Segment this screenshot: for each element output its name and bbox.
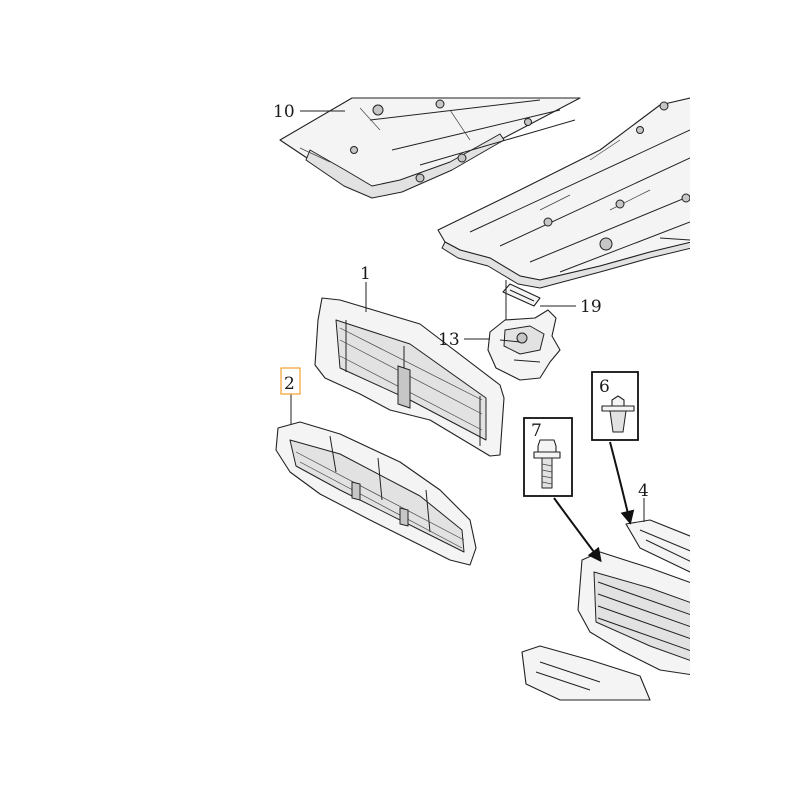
callout-6[interactable]: 6	[599, 377, 610, 397]
panel-4	[625, 519, 690, 573]
bracket-19	[502, 283, 541, 307]
callout-4[interactable]: 4	[638, 481, 649, 501]
grille-frame-1	[314, 297, 505, 457]
callout-1[interactable]: 1	[360, 264, 371, 284]
callout-19[interactable]: 19	[580, 297, 602, 317]
callout-7[interactable]: 7	[531, 421, 542, 441]
fastener-arrows	[553, 441, 635, 563]
underbody-shield-main	[437, 97, 690, 289]
air-guide-2	[275, 421, 477, 566]
fastener-box-6	[591, 371, 639, 441]
callout-2[interactable]: 2	[284, 374, 295, 394]
mount-housing-13	[487, 280, 561, 381]
callout-13[interactable]: 13	[438, 330, 460, 350]
callout-2-highlight	[280, 367, 301, 395]
fastener-box-7	[523, 417, 573, 497]
leader-lines	[290, 110, 691, 522]
grille-assembly-lower	[521, 551, 690, 701]
underbody-shield-upper	[279, 97, 581, 199]
callout-10[interactable]: 10	[273, 102, 295, 122]
